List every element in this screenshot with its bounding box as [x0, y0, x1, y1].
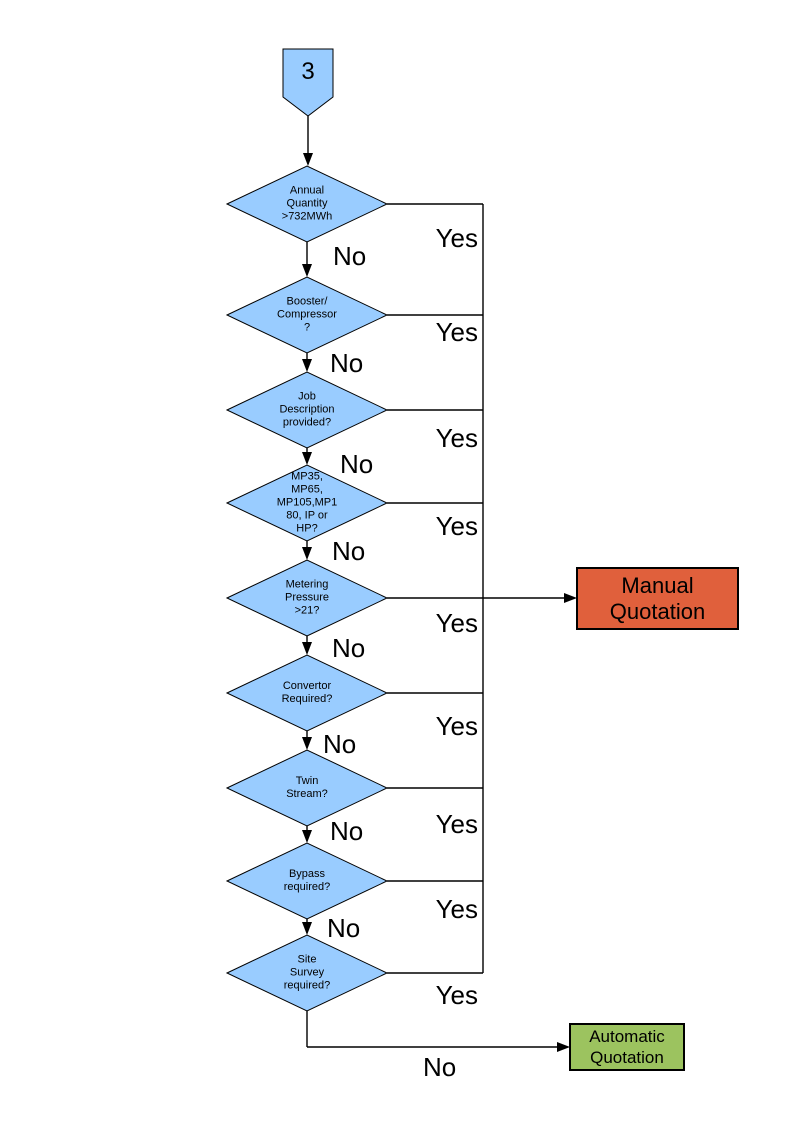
edge-label-no-job-description: No — [340, 449, 374, 479]
edge-label-yes-convertor-required: Yes — [435, 711, 478, 741]
edge-label-yes-meter-type: Yes — [435, 511, 478, 541]
decision-label-twin-stream: Twin Stream? — [286, 775, 328, 800]
arrowhead-down-icon — [302, 737, 312, 750]
arrowhead-down-icon — [302, 547, 312, 560]
edge-label-no-convertor-required: No — [323, 729, 357, 759]
decision-label-job-description: Job Description provided? — [279, 390, 335, 429]
decision-label-bypass-required: Bypass required? — [283, 868, 331, 893]
edge-label-no-metering-pressure: No — [332, 633, 366, 663]
off-page-connector-shape — [282, 48, 334, 117]
edge-label-yes-metering-pressure: Yes — [435, 608, 478, 638]
edge-label-yes-twin-stream: Yes — [435, 809, 478, 839]
arrowhead-down-icon — [303, 153, 313, 166]
arrowhead-down-icon — [302, 452, 312, 465]
edge-label-no-meter-type: No — [332, 536, 366, 566]
arrowhead-down-icon — [302, 264, 312, 277]
decision-label-site-survey: Site Survey required? — [283, 953, 331, 992]
terminal-manual-quotation-shape — [576, 567, 739, 630]
terminal-automatic-quotation-shape — [569, 1023, 685, 1071]
edge-label-no-booster-compressor: No — [330, 348, 364, 378]
edge-label-yes-booster-compressor: Yes — [435, 317, 478, 347]
decision-label-metering-pressure: Metering Pressure >21? — [284, 578, 330, 617]
edge-label-no-twin-stream: No — [330, 816, 364, 846]
edge-label-no-site-survey: No — [423, 1052, 457, 1082]
arrowhead-right-icon — [557, 1042, 570, 1052]
arrowhead-down-icon — [302, 922, 312, 935]
decision-label-convertor-required: Convertor Required? — [281, 680, 333, 705]
decision-label-annual-quantity: Annual Quantity >732MWh — [281, 184, 333, 223]
arrowhead-down-icon — [302, 642, 312, 655]
edge-label-yes-job-description: Yes — [435, 423, 478, 453]
edge-label-no-bypass-required: No — [327, 913, 361, 943]
arrowhead-down-icon — [302, 359, 312, 372]
arrowhead-down-icon — [302, 830, 312, 843]
arrowhead-right-icon — [564, 593, 577, 603]
edge-label-no-annual-quantity: No — [333, 241, 367, 271]
edge-label-yes-site-survey: Yes — [435, 980, 478, 1010]
terminal-automatic-quotation: Automatic Quotation — [589, 1027, 665, 1067]
edge-label-yes-annual-quantity: Yes — [435, 223, 478, 253]
decision-label-meter-type: MP35, MP65, MP105,MP1 80, IP or HP? — [276, 470, 338, 535]
decision-label-booster-compressor: Booster/ Compressor ? — [277, 295, 337, 334]
terminal-manual-quotation: Manual Quotation — [609, 572, 706, 624]
edge-label-yes-bypass-required: Yes — [435, 894, 478, 924]
off-page-connector-3: 3 — [301, 58, 315, 85]
